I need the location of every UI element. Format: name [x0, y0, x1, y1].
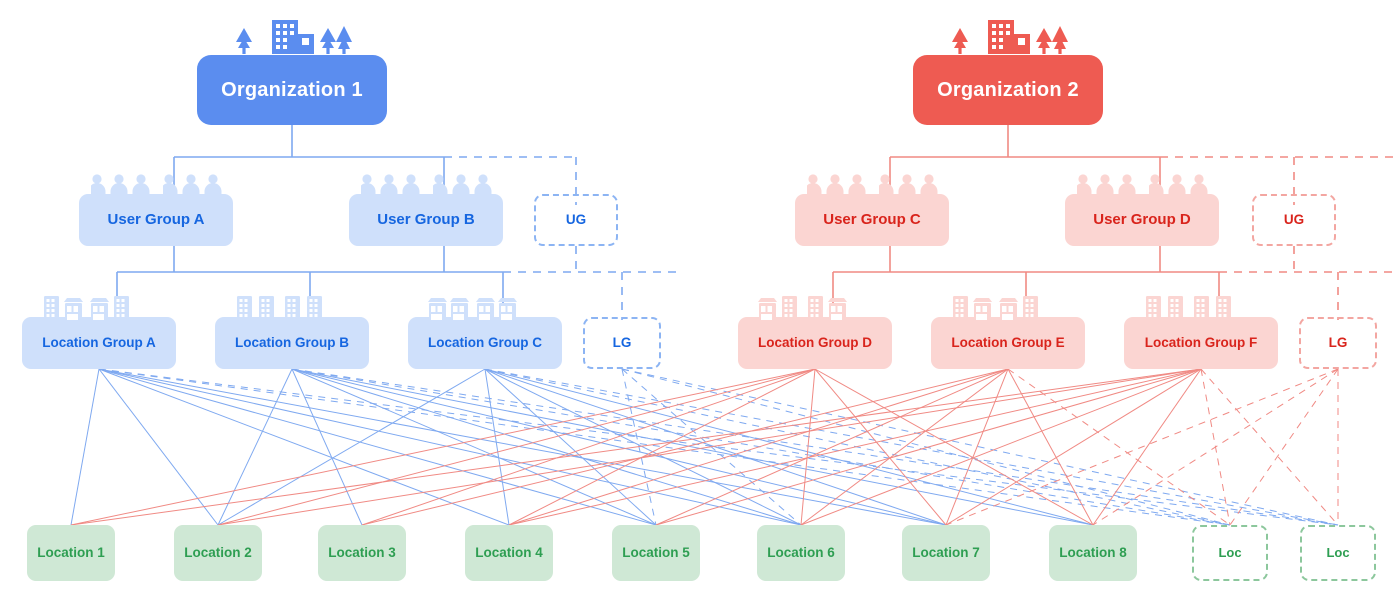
location-loc8-label: Location 8	[1059, 544, 1127, 560]
location-loc5-label: Location 5	[622, 544, 690, 560]
location-group-placeholder-lgghost2-label: LG	[1328, 334, 1348, 350]
location-group-placeholder-lgghost1-label: LG	[612, 334, 632, 350]
location-loc2-label: Location 2	[184, 544, 252, 560]
location-loc1-label: Location 1	[37, 544, 105, 560]
user-group-uga-label: User Group A	[107, 210, 205, 228]
location-group-lge[interactable]: Location Group E	[931, 317, 1085, 369]
user-group-placeholder-ugghost1[interactable]: UG	[534, 194, 618, 246]
location-loc4-label: Location 4	[475, 544, 543, 560]
organization-org1-label: Organization 1	[221, 79, 363, 101]
location-group-lgc-label: Location Group C	[428, 334, 542, 350]
user-group-uga[interactable]: User Group A	[79, 194, 233, 246]
location-group-lgb[interactable]: Location Group B	[215, 317, 369, 369]
user-group-placeholder-ugghost2[interactable]: UG	[1252, 194, 1336, 246]
location-group-placeholder-lgghost2[interactable]: LG	[1299, 317, 1377, 369]
user-group-ugb[interactable]: User Group B	[349, 194, 503, 246]
user-group-placeholder-ugghost1-label: UG	[565, 211, 587, 227]
location-loc7[interactable]: Location 7	[902, 525, 990, 581]
location-group-lga-label: Location Group A	[42, 334, 156, 350]
location-group-lgc[interactable]: Location Group C	[408, 317, 562, 369]
location-group-lge-label: Location Group E	[951, 334, 1065, 350]
organization-org2[interactable]: Organization 2	[913, 55, 1103, 125]
organization-org2-label: Organization 2	[937, 79, 1079, 101]
location-group-lgf[interactable]: Location Group F	[1124, 317, 1278, 369]
organization-org1[interactable]: Organization 1	[197, 55, 387, 125]
user-group-placeholder-ugghost2-label: UG	[1283, 211, 1305, 227]
user-group-ugb-label: User Group B	[377, 210, 475, 228]
location-group-lgd[interactable]: Location Group D	[738, 317, 892, 369]
user-group-ugd-label: User Group D	[1093, 210, 1191, 228]
location-loc2[interactable]: Location 2	[174, 525, 262, 581]
location-group-lgf-label: Location Group F	[1144, 334, 1258, 350]
location-group-lga[interactable]: Location Group A	[22, 317, 176, 369]
location-group-lgd-label: Location Group D	[758, 334, 872, 350]
location-placeholder-locghost2[interactable]: Loc	[1300, 525, 1376, 581]
location-loc5[interactable]: Location 5	[612, 525, 700, 581]
location-loc1[interactable]: Location 1	[27, 525, 115, 581]
location-loc4[interactable]: Location 4	[465, 525, 553, 581]
location-loc6[interactable]: Location 6	[757, 525, 845, 581]
user-group-ugc-label: User Group C	[823, 210, 921, 228]
location-placeholder-locghost1[interactable]: Loc	[1192, 525, 1268, 581]
location-loc7-label: Location 7	[912, 544, 980, 560]
location-loc3[interactable]: Location 3	[318, 525, 406, 581]
location-loc3-label: Location 3	[328, 544, 396, 560]
location-loc8[interactable]: Location 8	[1049, 525, 1137, 581]
user-group-ugd[interactable]: User Group D	[1065, 194, 1219, 246]
location-placeholder-locghost2-label: Loc	[1326, 544, 1350, 560]
location-group-lgb-label: Location Group B	[235, 334, 349, 350]
location-loc6-label: Location 6	[767, 544, 835, 560]
location-placeholder-locghost1-label: Loc	[1218, 544, 1242, 560]
user-group-ugc[interactable]: User Group C	[795, 194, 949, 246]
location-group-placeholder-lgghost1[interactable]: LG	[583, 317, 661, 369]
